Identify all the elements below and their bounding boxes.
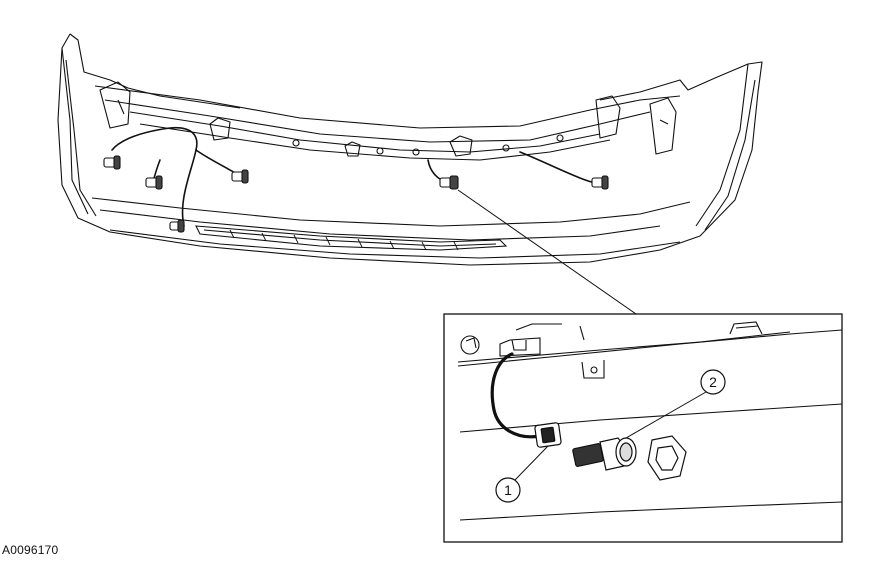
figure-id: A0096170 xyxy=(2,543,59,557)
detail-inset: 1 2 xyxy=(443,313,843,543)
wiring-harness xyxy=(111,126,605,227)
callout-2: 2 xyxy=(625,369,726,439)
sensor-center-right xyxy=(439,175,459,190)
sensor-center-left xyxy=(231,169,249,184)
detail-harness-cable xyxy=(490,352,542,439)
sensor-bracket xyxy=(647,435,687,481)
callout-1: 1 xyxy=(495,445,549,503)
sensor-lower-left xyxy=(169,219,185,233)
parking-sensor xyxy=(572,437,637,471)
callout-1-label: 1 xyxy=(504,482,512,498)
sensor-left-inner xyxy=(145,175,163,190)
callout-2-label: 2 xyxy=(709,374,717,390)
detail-leader-line xyxy=(457,189,637,315)
sensor-connector xyxy=(534,422,562,448)
sensor-left-outer xyxy=(103,155,121,170)
parking-sensor-set xyxy=(103,155,609,233)
bumper-cover xyxy=(57,33,763,266)
sensor-right xyxy=(591,175,609,190)
lower-grille xyxy=(195,225,508,251)
